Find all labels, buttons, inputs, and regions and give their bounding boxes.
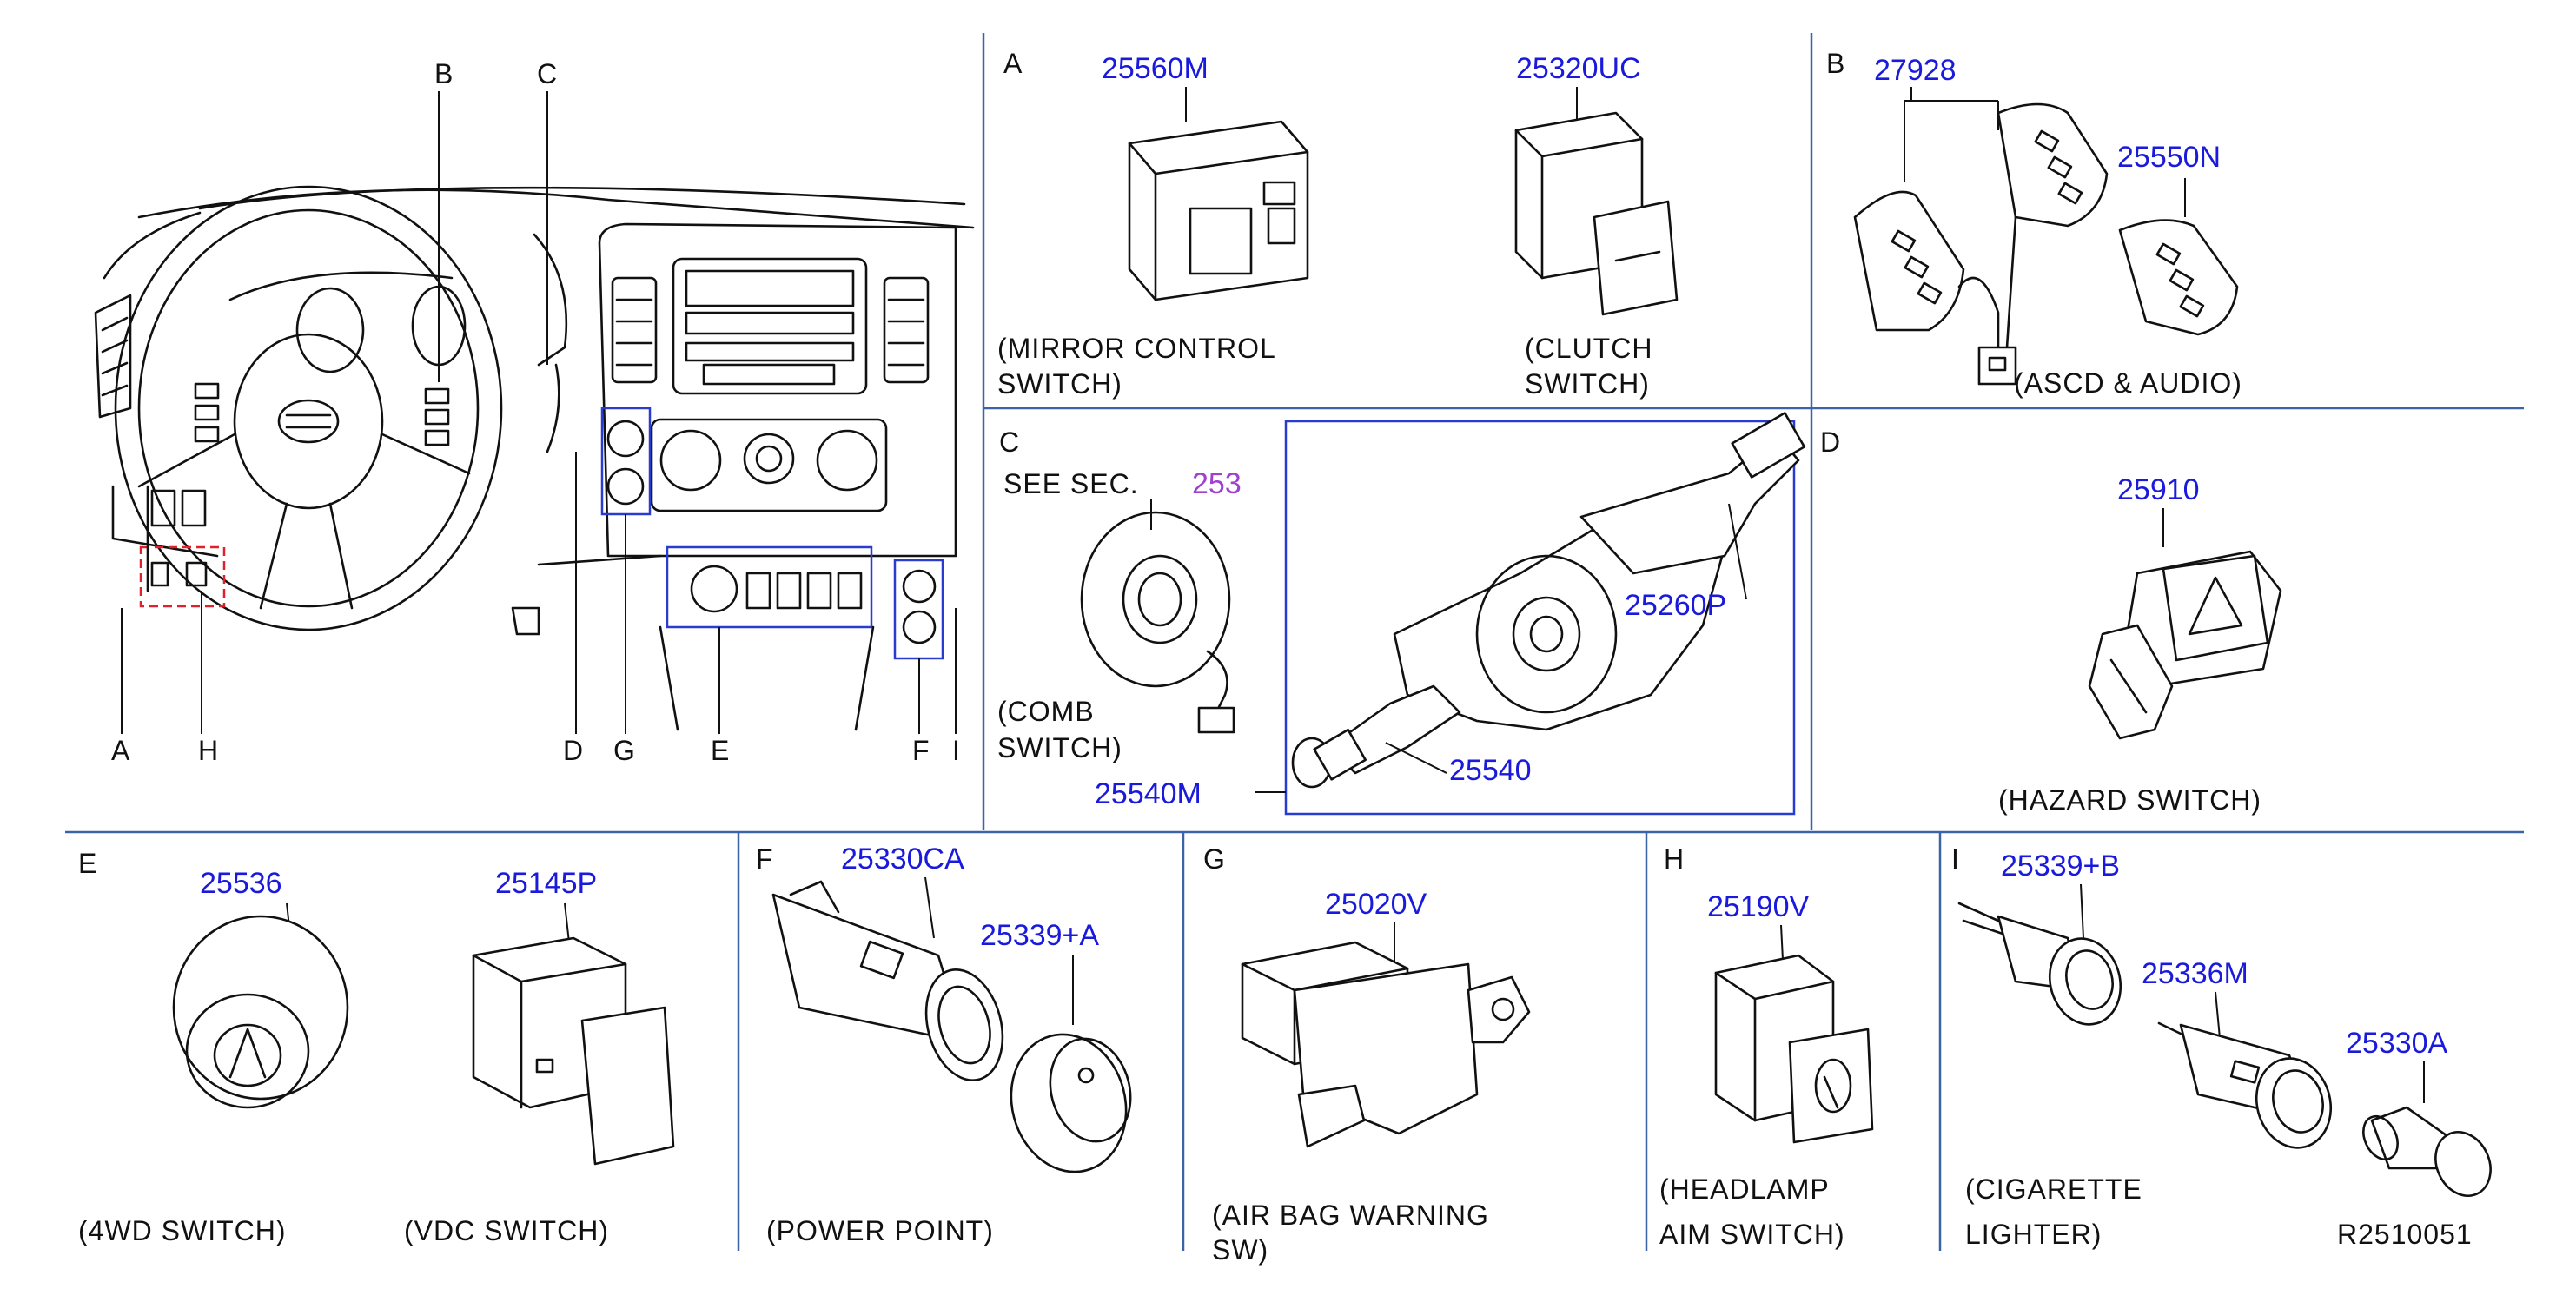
panel-d-letter: D <box>1820 426 1841 458</box>
panel-f: F 25330CA 25339+A (POWER POINT) <box>756 843 1132 1246</box>
part-25339b[interactable]: 25339+B <box>2001 849 2120 882</box>
part-25020v[interactable]: 25020V <box>1325 888 1427 921</box>
caption-air-bag-2: SW) <box>1212 1234 1268 1266</box>
dash-label-i: I <box>952 735 961 766</box>
panel-c: C SEE SEC. 253 25260P 25540 25540M (COMB… <box>997 412 1806 816</box>
caption-headlamp-1: (HEADLAMP <box>1659 1173 1830 1205</box>
caption-comb-1: (COMB <box>997 696 1095 727</box>
panel-b: B 27928 25550N (ASCD & AUDIO) <box>1826 48 2242 399</box>
panel-h-letter: H <box>1664 843 1685 875</box>
dash-label-a: A <box>111 735 130 766</box>
panel-grid <box>65 33 2524 1251</box>
comb-switch-frame <box>1284 420 1796 816</box>
part-25190v[interactable]: 25190V <box>1707 890 1810 923</box>
dashboard-illustration <box>94 91 975 734</box>
dash-label-g: G <box>613 735 636 766</box>
part-25330a[interactable]: 25330A <box>2346 1027 2448 1060</box>
part-27928[interactable]: 27928 <box>1874 54 1957 87</box>
part-25336m[interactable]: 25336M <box>2142 957 2248 990</box>
caption-clutch-1: (CLUTCH <box>1525 333 1652 364</box>
part-25560m[interactable]: 25560M <box>1102 52 1209 85</box>
panel-a: A 25560M 25320UC (MIRROR CONTROL SWITCH)… <box>997 48 1679 400</box>
panel-e-letter: E <box>78 848 97 879</box>
part-25145p[interactable]: 25145P <box>495 867 597 900</box>
caption-cigarette-1: (CIGARETTE <box>1965 1173 2142 1205</box>
dash-label-e: E <box>711 735 730 766</box>
panel-h: H 25190V (HEADLAMP AIM SWITCH) <box>1659 843 1874 1250</box>
part-25536[interactable]: 25536 <box>200 867 282 900</box>
dash-label-f: F <box>912 735 930 766</box>
part-25540m[interactable]: 25540M <box>1095 777 1202 810</box>
panel-g-letter: G <box>1203 843 1226 875</box>
panel-c-letter: C <box>999 426 1020 458</box>
caption-4wd-switch: (4WD SWITCH) <box>78 1215 287 1246</box>
caption-comb-2: SWITCH) <box>997 732 1122 763</box>
caption-clutch-2: SWITCH) <box>1525 368 1650 400</box>
section-ref-253[interactable]: 253 <box>1192 467 1242 500</box>
part-25339a[interactable]: 25339+A <box>980 919 1099 952</box>
panel-f-letter: F <box>756 843 774 875</box>
dash-label-h: H <box>198 735 219 766</box>
panel-b-letter: B <box>1826 48 1845 79</box>
caption-cigarette-2: LIGHTER) <box>1965 1219 2102 1250</box>
panel-e: E 25536 25145P (4WD SWITCH) (VDC SWITCH) <box>78 848 675 1246</box>
part-25320uc[interactable]: 25320UC <box>1516 52 1641 85</box>
part-25540[interactable]: 25540 <box>1449 754 1532 787</box>
dash-label-c: C <box>537 58 558 89</box>
part-25550n[interactable]: 25550N <box>2117 141 2221 174</box>
caption-air-bag-1: (AIR BAG WARNING <box>1212 1200 1489 1231</box>
caption-vdc-switch: (VDC SWITCH) <box>404 1215 609 1246</box>
part-25910[interactable]: 25910 <box>2117 473 2200 506</box>
panel-g: G 25020V (AIR BAG WARNING SW) <box>1203 843 1531 1266</box>
reference-code: R2510051 <box>2337 1219 2473 1250</box>
panel-i-letter: I <box>1951 843 1960 875</box>
panel-a-letter: A <box>1003 48 1023 79</box>
part-25330ca[interactable]: 25330CA <box>841 843 964 876</box>
caption-power-point: (POWER POINT) <box>766 1215 994 1246</box>
see-sec-label: SEE SEC. <box>1003 468 1139 499</box>
panel-i: I 25339+B 25336M 25330A (CIGARETTE LIGHT… <box>1951 843 2492 1250</box>
caption-mirror-control-1: (MIRROR CONTROL <box>997 333 1276 364</box>
caption-mirror-control-2: SWITCH) <box>997 368 1122 400</box>
dash-label-b: B <box>434 58 454 89</box>
dash-label-d: D <box>563 735 584 766</box>
caption-headlamp-2: AIM SWITCH) <box>1659 1219 1845 1250</box>
part-25260p[interactable]: 25260P <box>1625 589 1726 622</box>
caption-hazard-switch: (HAZARD SWITCH) <box>1998 784 2261 816</box>
caption-ascd-audio: (ASCD & AUDIO) <box>2014 367 2242 399</box>
panel-d: D 25910 (HAZARD SWITCH) <box>1820 426 2282 816</box>
